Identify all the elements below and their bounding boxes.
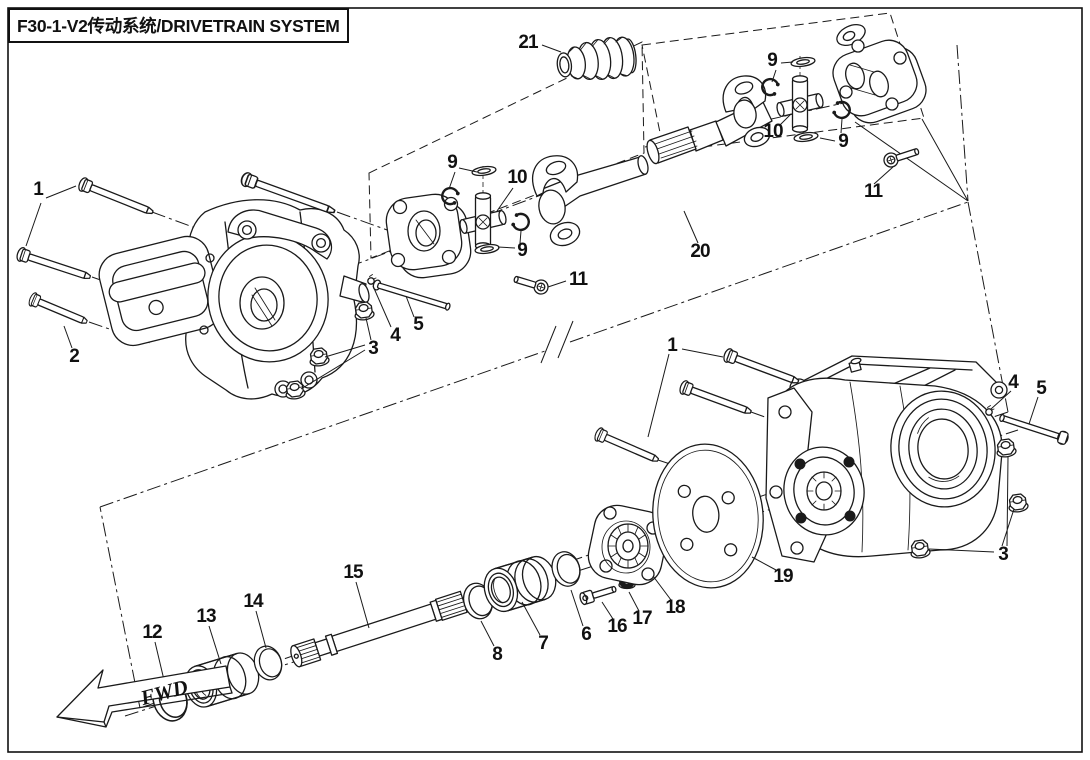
- diagram-border: [7, 7, 1083, 753]
- rear-gearbox: [765, 355, 1008, 563]
- callout-14: 14: [243, 591, 263, 612]
- callout-3: 3: [368, 338, 379, 359]
- rear-fasteners: [908, 404, 1069, 560]
- page-title: F30-1-V2传动系统/DRIVETRAIN SYSTEM: [17, 16, 340, 36]
- callout-13: 13: [196, 606, 216, 627]
- front-ujoint-group: [385, 155, 649, 295]
- callout-15: 15: [343, 562, 363, 583]
- callout-9: 9: [838, 131, 849, 152]
- front-fasteners: [283, 273, 451, 401]
- callout-19: 19: [773, 566, 793, 587]
- callout-3: 3: [998, 544, 1009, 565]
- brake-disc: [652, 443, 764, 589]
- callout-9: 9: [767, 50, 778, 71]
- callout-4: 4: [1008, 372, 1019, 393]
- callout-10: 10: [763, 121, 783, 142]
- drive-shaft-boot: [556, 36, 637, 81]
- bolt-11-left: [513, 275, 549, 295]
- callout-2: 2: [69, 346, 80, 367]
- callout-5: 5: [413, 314, 424, 335]
- callout-7: 7: [538, 633, 549, 654]
- callout-21: 21: [518, 32, 538, 53]
- callout-9: 9: [517, 240, 528, 261]
- bolt-11-right: [883, 148, 920, 168]
- leader-lines: [25, 44, 1039, 681]
- callout-12: 12: [142, 622, 162, 643]
- hub-flange: [587, 504, 669, 586]
- callout-11: 11: [863, 181, 883, 202]
- callout-17: 17: [632, 608, 652, 629]
- rear-ujoint-group: [646, 24, 927, 168]
- callout-6: 6: [581, 624, 592, 645]
- callout-11: 11: [568, 269, 588, 290]
- callout-16: 16: [607, 616, 627, 637]
- front-gearbox-actuator: [98, 235, 222, 347]
- callout-5: 5: [1036, 378, 1047, 399]
- fwd-direction-arrow: FWD: [56, 665, 233, 728]
- lower-drive-group: [147, 443, 764, 726]
- callout-10: 10: [507, 167, 527, 188]
- callout-9: 9: [447, 152, 458, 173]
- callout-1: 1: [33, 179, 44, 200]
- title-box: F30-1-V2传动系统/DRIVETRAIN SYSTEM: [8, 8, 349, 43]
- callout-18: 18: [665, 597, 685, 618]
- callout-20: 20: [690, 241, 710, 262]
- callout-4: 4: [390, 325, 401, 346]
- callout-1: 1: [667, 335, 678, 356]
- callout-8: 8: [492, 644, 503, 665]
